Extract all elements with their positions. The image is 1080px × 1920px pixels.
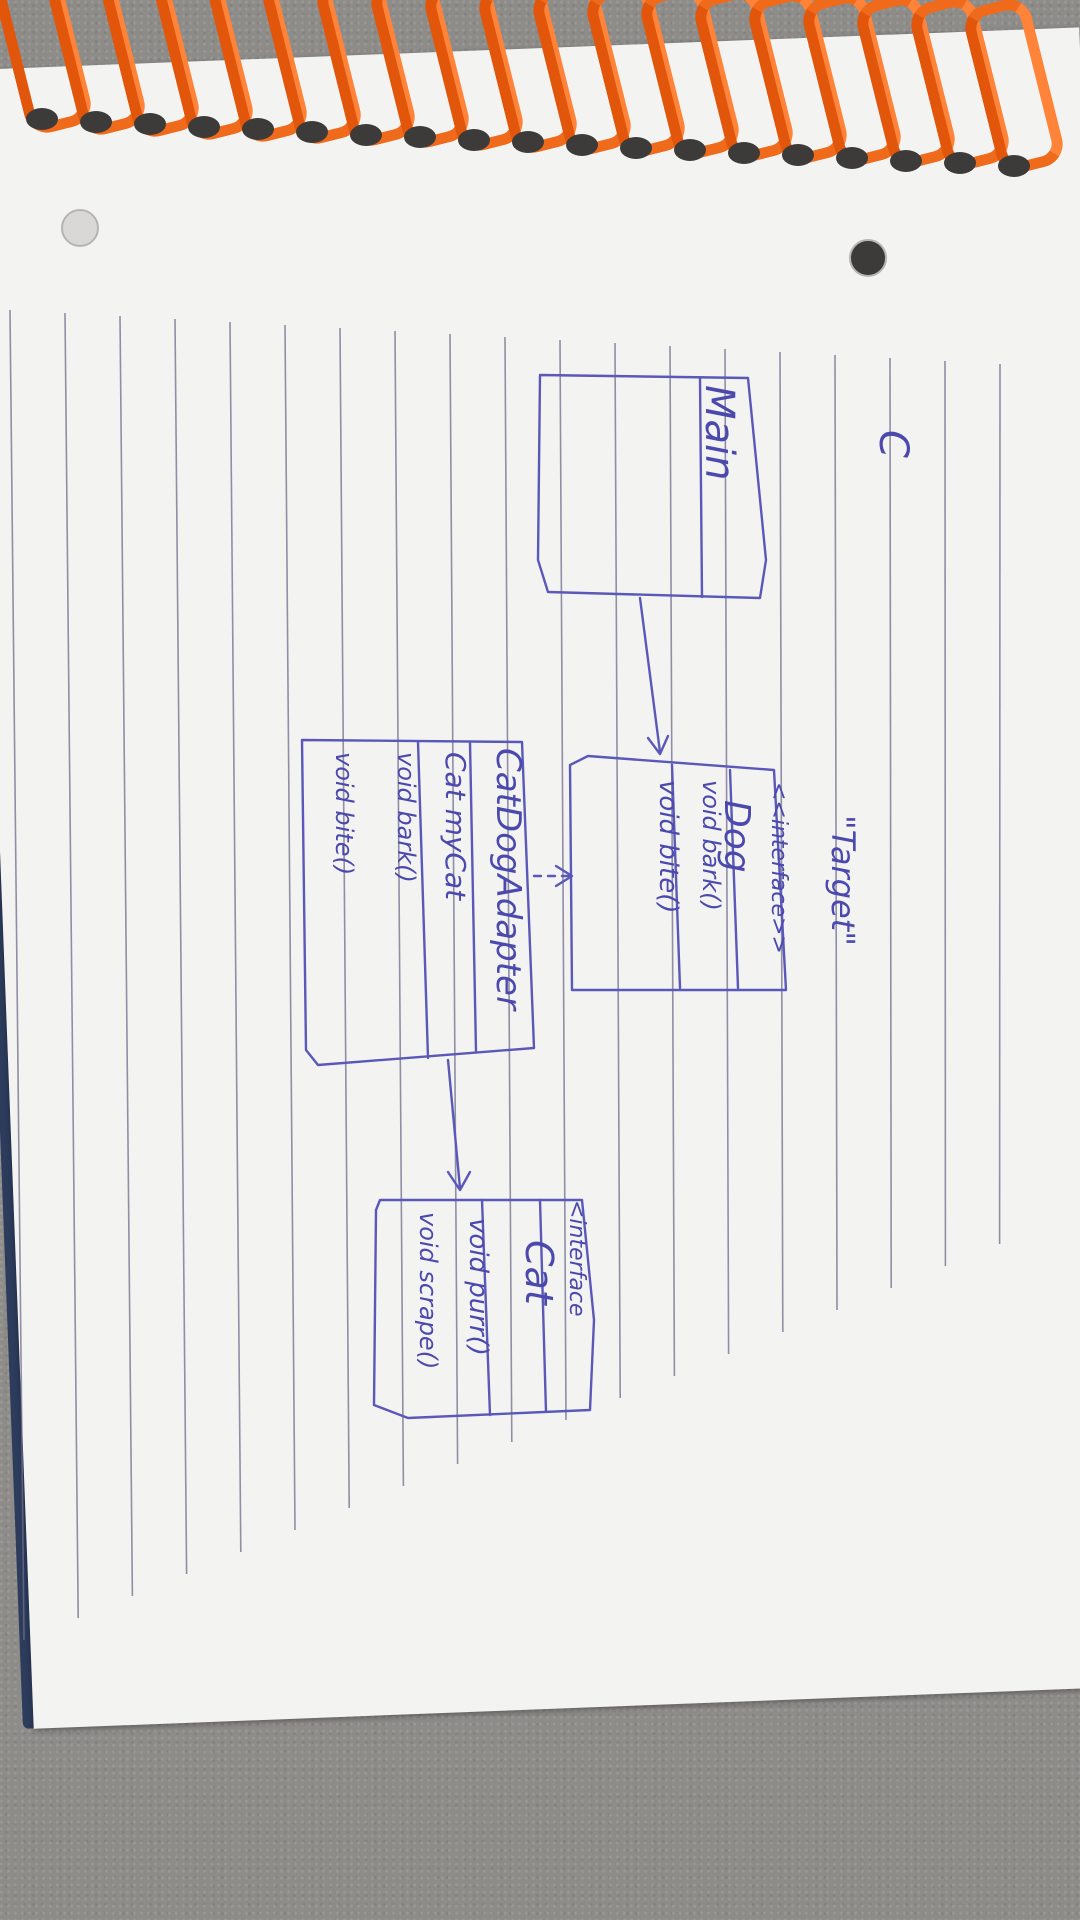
ruled-line bbox=[394, 330, 405, 1487]
ruled-line bbox=[559, 339, 567, 1421]
punch-hole-left bbox=[61, 209, 99, 247]
punch-hole-right bbox=[849, 239, 887, 277]
binding-hole bbox=[782, 144, 814, 167]
binding-hole bbox=[404, 126, 436, 149]
relation-main-dog bbox=[638, 596, 670, 756]
binding-hole bbox=[566, 134, 598, 156]
binding-hole bbox=[458, 128, 490, 151]
ruled-line bbox=[119, 315, 134, 1597]
class-cat-name: Cat bbox=[517, 1240, 561, 1307]
class-cat: <interface Cat void purr() void scrape() bbox=[372, 1198, 596, 1420]
ruled-line bbox=[284, 324, 296, 1531]
binding-hole bbox=[674, 139, 706, 162]
relation-adapter-cat bbox=[446, 1058, 472, 1192]
ruled-line bbox=[614, 342, 622, 1399]
ruled-line bbox=[834, 354, 838, 1311]
ruled-line bbox=[9, 309, 25, 1641]
spiral-binding bbox=[0, 0, 1080, 178]
binding-hole bbox=[242, 118, 274, 141]
class-main: Main bbox=[536, 373, 768, 600]
class-dog-stereotype: <<interface>> bbox=[766, 782, 791, 954]
relation-adapter-dog bbox=[532, 864, 574, 888]
ruled-lines bbox=[9, 309, 1001, 1641]
corner-mark: C bbox=[870, 430, 916, 458]
class-catdogadapter-member-3: void bite() bbox=[330, 752, 358, 875]
ruled-line bbox=[669, 345, 676, 1377]
class-dog-member-1: void bark() bbox=[697, 780, 725, 911]
binding-hole bbox=[134, 113, 166, 136]
class-catdogadapter-name: CatDogAdapter bbox=[488, 748, 528, 1012]
binding-hole bbox=[350, 123, 382, 146]
binding-hole bbox=[944, 152, 976, 175]
class-catdogadapter-member-1: Cat myCat bbox=[439, 752, 472, 901]
ruled-line bbox=[724, 348, 730, 1355]
class-catdogadapter-member-2: void bark() bbox=[392, 752, 420, 883]
binding-hole bbox=[728, 141, 760, 164]
binding-hole bbox=[26, 108, 58, 130]
ruled-line bbox=[64, 312, 79, 1619]
ruled-line bbox=[229, 321, 242, 1553]
binding-hole bbox=[998, 154, 1030, 177]
class-dog-name: Dog bbox=[716, 800, 757, 873]
binding-hole bbox=[836, 147, 868, 169]
class-cat-member-2: void scrape() bbox=[414, 1212, 442, 1369]
binding-hole bbox=[620, 136, 652, 159]
ruled-line bbox=[779, 351, 784, 1333]
binding-hole bbox=[80, 110, 112, 133]
class-dog-member-2: void bite() bbox=[653, 780, 683, 914]
ruled-line bbox=[174, 318, 188, 1575]
class-main-name: Main bbox=[696, 385, 742, 481]
ruled-line bbox=[504, 336, 513, 1443]
binding-hole bbox=[296, 121, 328, 143]
ruled-line bbox=[339, 327, 350, 1509]
binding-hole bbox=[512, 131, 544, 154]
ruled-line bbox=[889, 357, 893, 1289]
binding-hole bbox=[188, 115, 220, 138]
binding-hole bbox=[890, 149, 922, 172]
class-dog: <<interface>> Dog void bark() void bite(… bbox=[568, 754, 791, 992]
class-cat-stereotype: <interface bbox=[564, 1200, 589, 1317]
target-label: "Target" bbox=[824, 815, 862, 946]
class-catdogadapter: CatDogAdapter Cat myCat void bark() void… bbox=[300, 738, 536, 1067]
ruled-line bbox=[449, 333, 459, 1465]
class-cat-member-1: void purr() bbox=[463, 1218, 493, 1356]
